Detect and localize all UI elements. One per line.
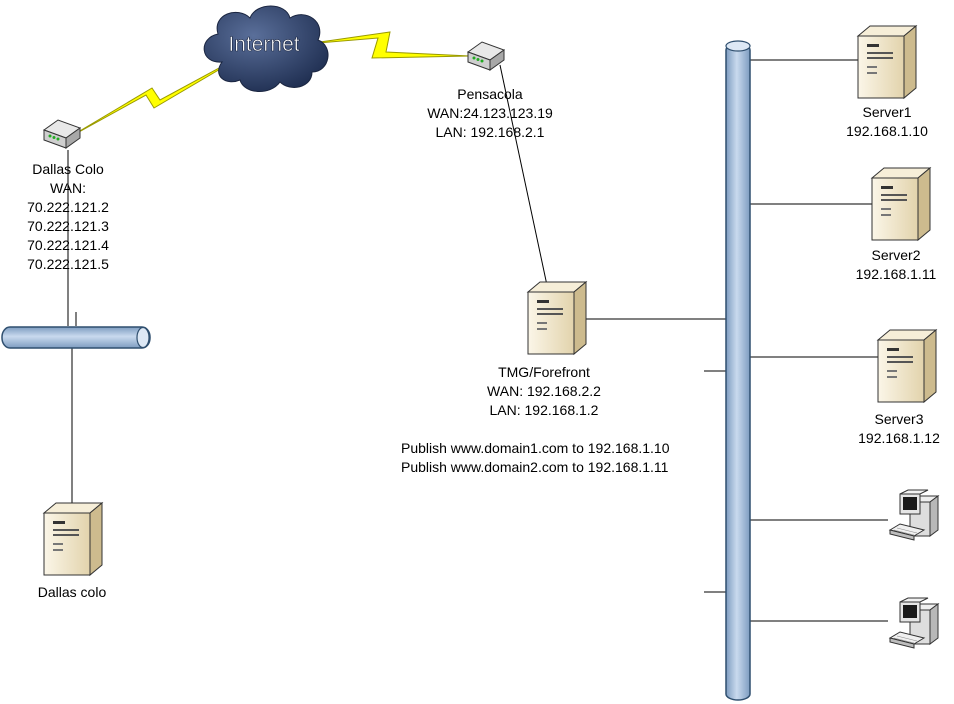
dallas-colo-wan-ip: 70.222.121.2 bbox=[27, 199, 109, 215]
wan-link-pensacola-internet bbox=[305, 31, 471, 59]
pensacola-router-icon bbox=[467, 41, 505, 71]
server3-icon bbox=[877, 329, 937, 403]
server1-name: Server1 bbox=[862, 104, 912, 120]
dallas-colo-wan-ip: 70.222.121.3 bbox=[27, 218, 109, 234]
tmg-server-icon bbox=[527, 281, 587, 355]
pensacola-router-label: Pensacola WAN:24.123.123.19 LAN: 192.168… bbox=[406, 85, 574, 142]
server3-label: Server3 192.168.1.12 bbox=[846, 410, 952, 448]
server3-name: Server3 bbox=[874, 411, 924, 427]
dallas-colo-wan-ip: 70.222.121.5 bbox=[27, 256, 109, 272]
server2-name: Server2 bbox=[871, 247, 921, 263]
server2-ip: 192.168.1.11 bbox=[855, 266, 937, 282]
workstation2-icon bbox=[889, 597, 939, 649]
tmg-server-label: TMG/Forefront WAN: 192.168.2.2 LAN: 192.… bbox=[474, 363, 614, 420]
dallas-colo-router-icon bbox=[43, 119, 81, 149]
workstation1-icon bbox=[889, 489, 939, 541]
tmg-name: TMG/Forefront bbox=[498, 364, 590, 380]
link-pensacola-tmg bbox=[499, 64, 549, 291]
server1-icon bbox=[857, 25, 917, 99]
dallas-colo-server-icon bbox=[43, 502, 103, 576]
dallas-bus bbox=[1, 326, 151, 349]
pensacola-wan: WAN:24.123.123.19 bbox=[427, 105, 553, 121]
pensacola-name: Pensacola bbox=[457, 86, 523, 102]
internet-label: Internet bbox=[228, 33, 299, 56]
publish-rules: Publish www.domain1.com to 192.168.1.10 … bbox=[401, 439, 670, 477]
dallas-colo-router-name: Dallas Colo bbox=[32, 161, 104, 177]
tmg-wan: WAN: 192.168.2.2 bbox=[487, 383, 601, 399]
tmg-lan: LAN: 192.168.1.2 bbox=[489, 402, 599, 418]
dallas-colo-server-name: Dallas colo bbox=[37, 584, 107, 600]
server2-label: Server2 192.168.1.11 bbox=[840, 246, 952, 284]
dallas-colo-router-label: Dallas Colo WAN: 70.222.121.2 70.222.121… bbox=[10, 160, 126, 274]
publish-rule: Publish www.domain2.com to 192.168.1.11 bbox=[401, 459, 669, 475]
server1-label: Server1 192.168.1.10 bbox=[826, 103, 948, 141]
dallas-colo-wan-ip: 70.222.121.4 bbox=[27, 237, 109, 253]
server3-ip: 192.168.1.12 bbox=[858, 430, 940, 446]
dallas-colo-wan-heading: WAN: bbox=[49, 180, 87, 196]
server2-icon bbox=[871, 167, 931, 241]
internet-cloud: Internet bbox=[203, 5, 329, 92]
server1-ip: 192.168.1.10 bbox=[846, 123, 928, 139]
publish-rule: Publish www.domain1.com to 192.168.1.10 bbox=[401, 440, 670, 456]
connection-lines bbox=[67, 59, 888, 622]
pensacola-lan: LAN: 192.168.2.1 bbox=[435, 124, 545, 140]
lan-bus bbox=[725, 40, 751, 701]
dallas-colo-server-label: Dallas colo bbox=[12, 583, 132, 602]
